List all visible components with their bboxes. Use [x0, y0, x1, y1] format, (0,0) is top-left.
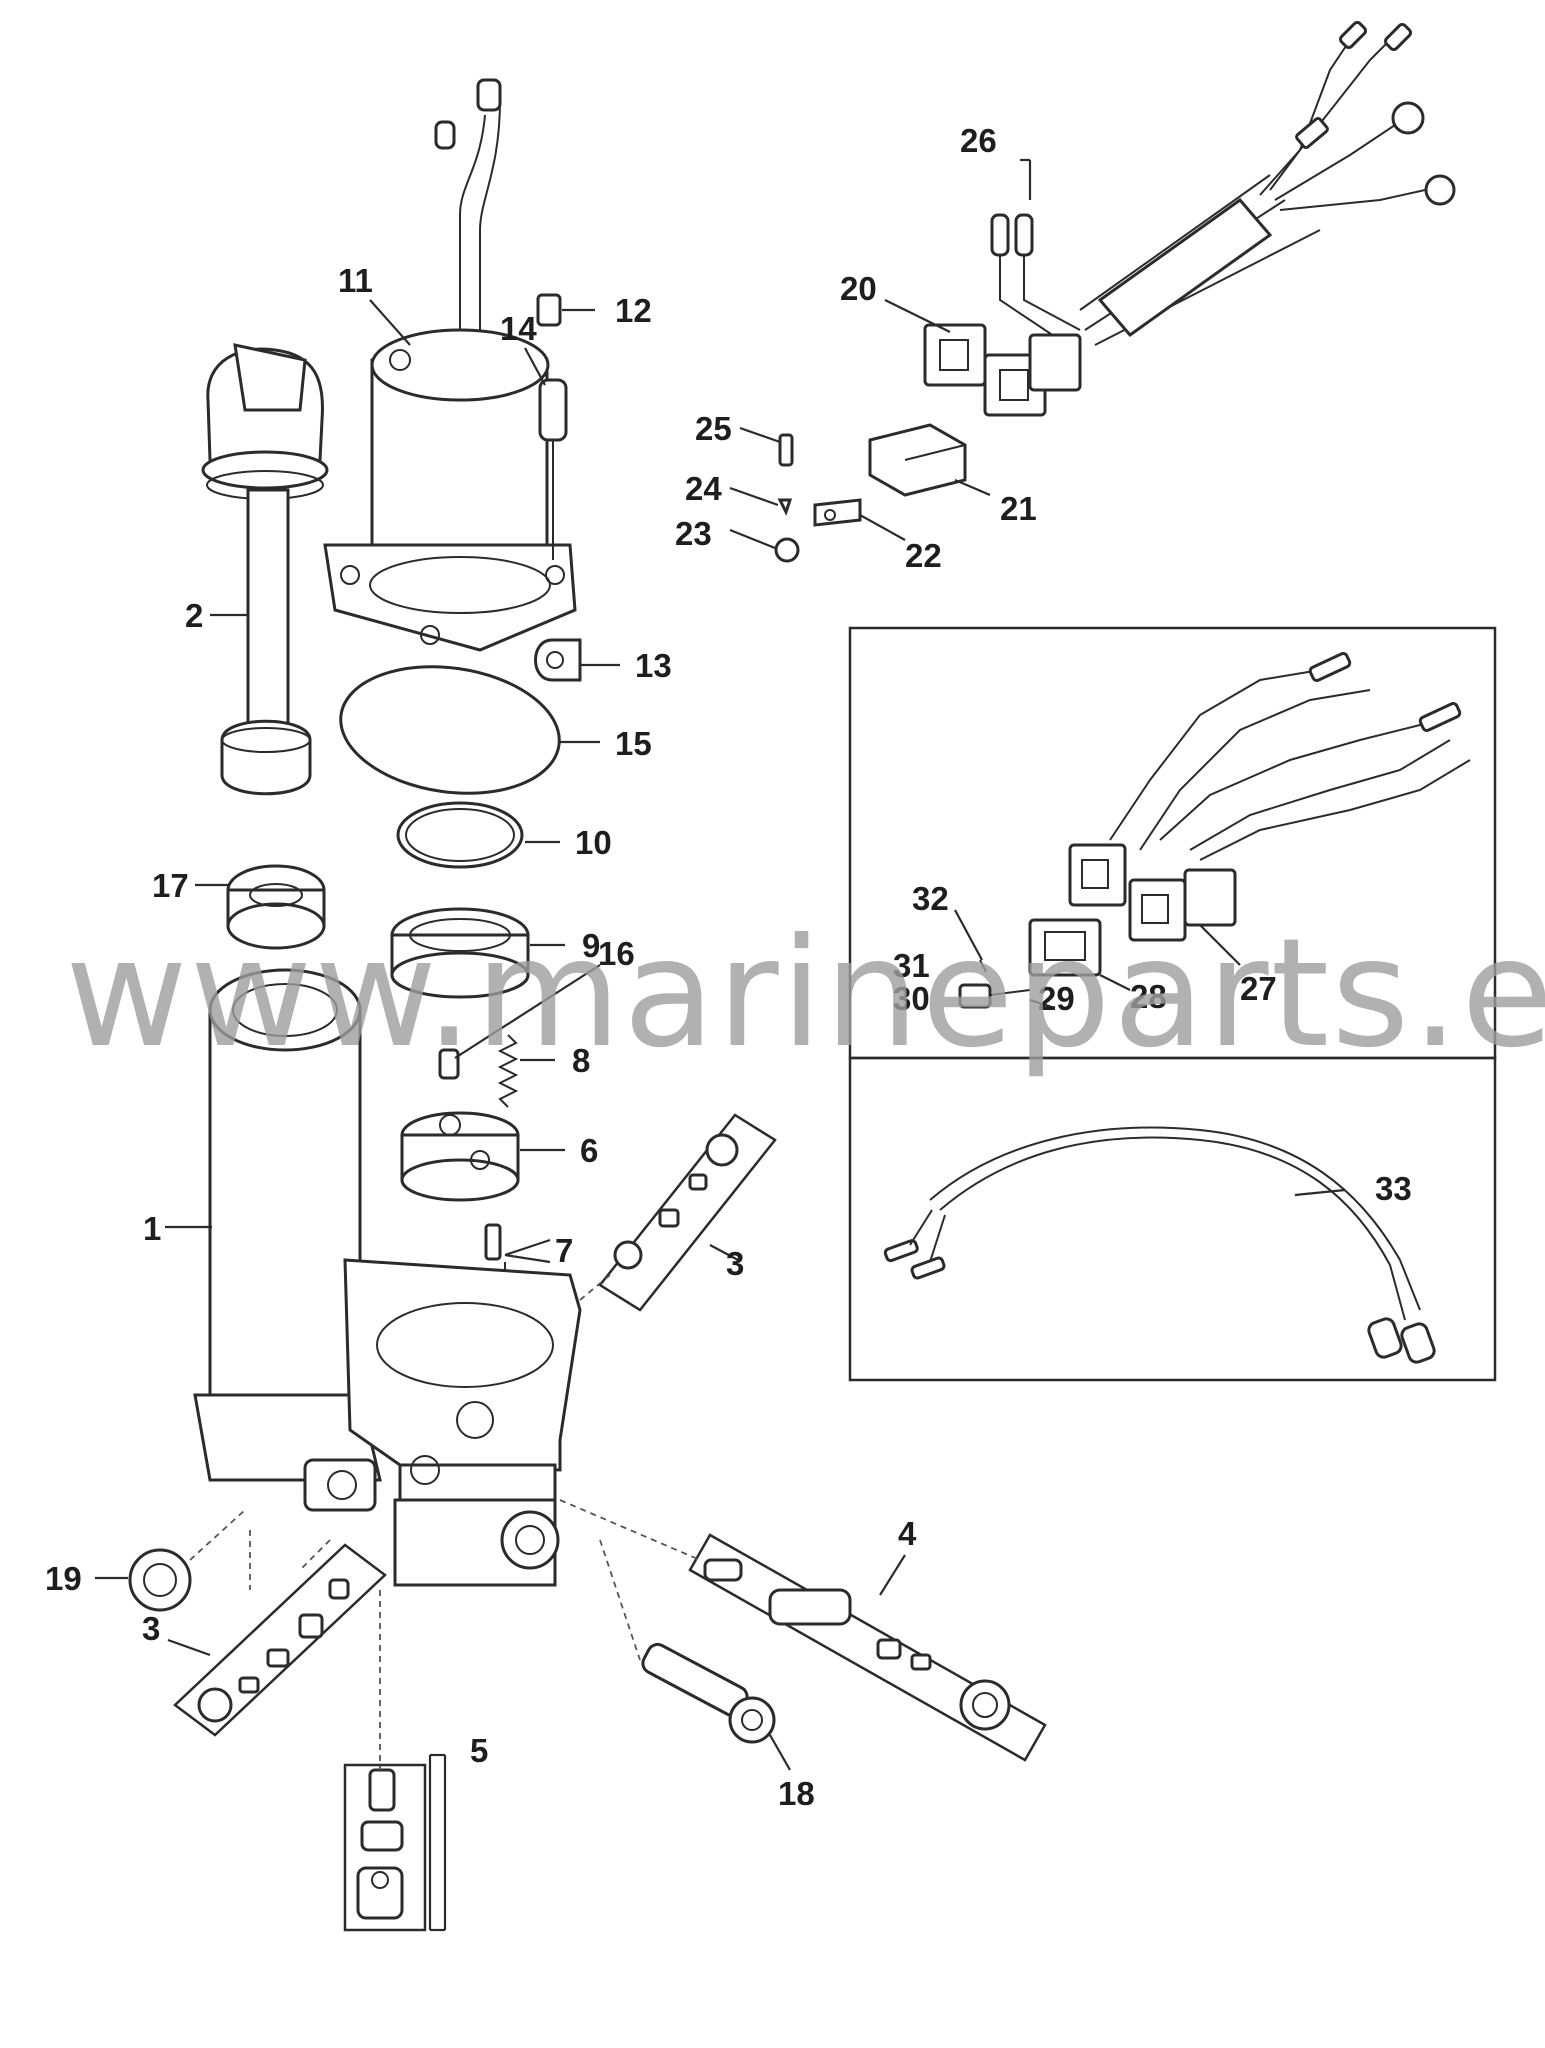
callout-3-upper: 3 — [726, 1245, 744, 1282]
part-11-motor — [323, 78, 577, 652]
callout-31: 31 — [893, 947, 930, 984]
callout-17: 17 — [152, 867, 189, 904]
callout-1: 1 — [143, 1210, 161, 1247]
assembly-guide-lines — [189, 1274, 701, 1770]
callout-9: 9 — [582, 927, 600, 964]
callout-8: 8 — [572, 1042, 590, 1079]
part-12-screw — [536, 293, 562, 327]
callout-14: 14 — [500, 310, 537, 347]
callout-27: 27 — [1240, 970, 1277, 1007]
part-6-pump — [400, 1111, 520, 1202]
callout-26: 26 — [960, 122, 997, 159]
callout-6: 6 — [580, 1132, 598, 1169]
callout-33: 33 — [1375, 1170, 1412, 1207]
callout-22: 22 — [905, 537, 942, 574]
part-17-seal — [226, 864, 326, 950]
part-25-screw — [778, 433, 794, 467]
inset-box-harness — [848, 626, 1497, 1060]
part-8-spring — [497, 1034, 519, 1108]
part-15-gasket — [339, 665, 561, 795]
callout-18: 18 — [778, 1775, 815, 1812]
callout-labels: 1 2 3 3 4 5 6 7 8 9 10 11 12 13 14 15 16… — [45, 122, 1412, 1812]
part-5-check-valve — [343, 1763, 427, 1932]
part-9-ring — [390, 907, 530, 999]
part-19-cap — [128, 1548, 192, 1612]
part-7-screws — [484, 1223, 506, 1275]
callout-2: 2 — [185, 597, 203, 634]
callout-3-lower: 3 — [142, 1610, 160, 1647]
callout-24: 24 — [685, 470, 722, 507]
part-24-washer — [777, 498, 793, 516]
part-1-cylinder — [193, 968, 382, 1512]
leader-lines — [95, 158, 1346, 1932]
part-16-pin — [438, 1048, 460, 1080]
watermark-text: www.marineparts.eu — [65, 907, 1545, 1081]
callout-7: 7 — [555, 1232, 573, 1269]
callout-23: 23 — [675, 515, 712, 552]
callout-10: 10 — [575, 824, 612, 861]
part-23-nut — [774, 537, 800, 563]
callout-13: 13 — [635, 647, 672, 684]
callout-20: 20 — [840, 270, 877, 307]
part-3-valve-set-upper — [598, 1113, 777, 1312]
callout-21: 21 — [1000, 490, 1037, 527]
callout-19: 19 — [45, 1560, 82, 1597]
callout-12: 12 — [615, 292, 652, 329]
callout-29: 29 — [1038, 980, 1075, 1017]
callout-25: 25 — [695, 410, 732, 447]
wire-harness — [923, 21, 1456, 417]
inset-box-cable — [848, 1056, 1497, 1382]
callout-15: 15 — [615, 725, 652, 762]
callout-5: 5 — [470, 1732, 488, 1769]
part-22-bracket — [813, 498, 862, 527]
part-3-valve-set-lower — [173, 1543, 387, 1737]
part-13-lug — [534, 638, 582, 682]
part-21-relay — [868, 423, 967, 497]
part-14-bracket — [538, 378, 568, 560]
part-2-reservoir-tube — [201, 343, 329, 796]
callout-32: 32 — [912, 880, 949, 917]
callout-28: 28 — [1130, 978, 1167, 1015]
callout-11: 11 — [338, 262, 373, 299]
part-18-valve — [641, 1642, 776, 1744]
part-10-oring — [396, 801, 524, 869]
callout-4: 4 — [898, 1515, 917, 1552]
manifold-body — [343, 1258, 582, 1587]
callout-30: 30 — [893, 980, 930, 1017]
callout-16: 16 — [598, 935, 635, 972]
